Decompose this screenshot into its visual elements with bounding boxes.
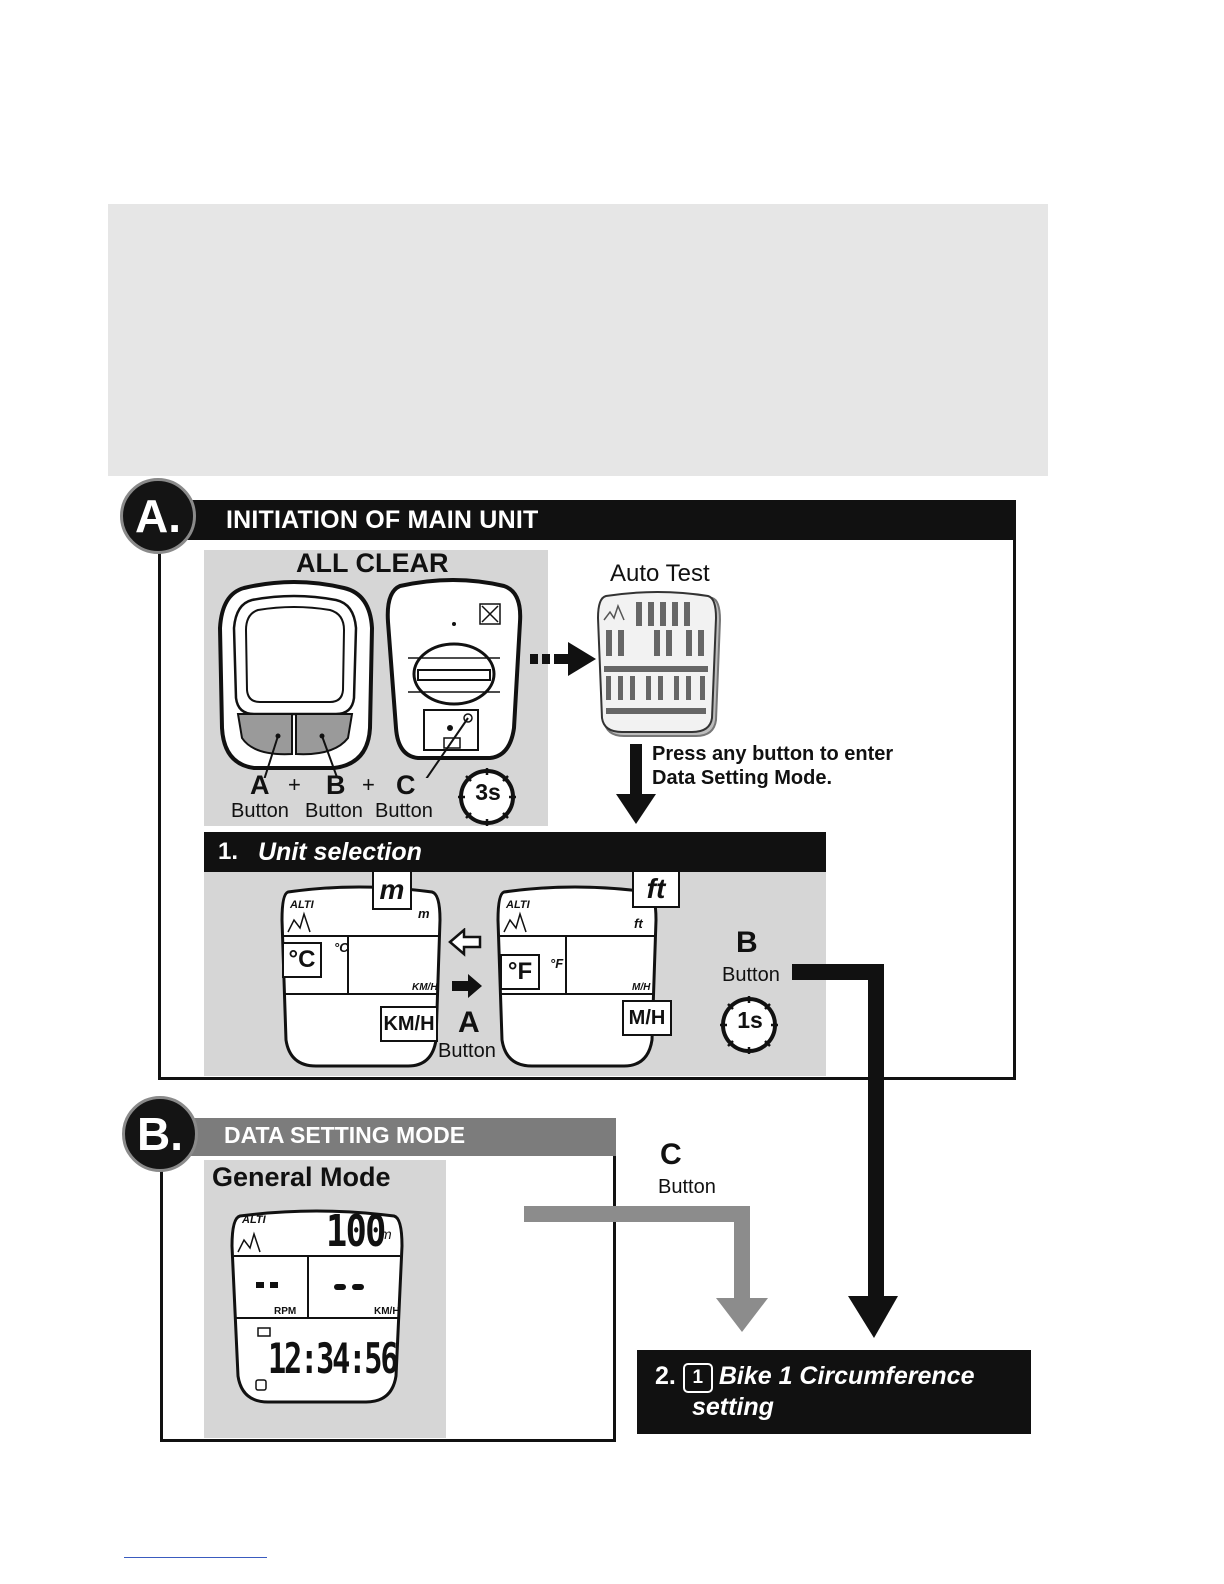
bike-1-icon: 1 bbox=[682, 1363, 713, 1393]
device-illustration bbox=[217, 578, 523, 778]
plus-sign: + bbox=[288, 772, 301, 797]
lcd-altitude-unit: m bbox=[380, 1226, 392, 1242]
unit-b-letter: B bbox=[736, 926, 758, 959]
section-b-title-bar bbox=[160, 1118, 616, 1156]
timer-1s-icon bbox=[720, 996, 778, 1054]
lcd-time-value: 12:34:56 bbox=[268, 1334, 399, 1383]
step-2-line1: Bike 1 Circumference bbox=[718, 1362, 975, 1390]
unit-b-button-label: Button bbox=[722, 964, 780, 986]
unit-tag-kmh: KM/H bbox=[380, 1006, 438, 1042]
down-arrow-icon bbox=[616, 744, 656, 824]
section-b-title: DATA SETTING MODE bbox=[224, 1122, 466, 1148]
unit-tag-feet: ft bbox=[632, 870, 680, 908]
all-clear-c-letter: C bbox=[396, 770, 416, 800]
small-celsius-label: °C bbox=[334, 940, 349, 955]
section-a-title: INITIATION OF MAIN UNIT bbox=[226, 506, 539, 534]
auto-test-lcd bbox=[596, 591, 722, 737]
unit-a-letter: A bbox=[458, 1006, 480, 1039]
step-2-number: 2. bbox=[655, 1362, 676, 1390]
general-mode-title: General Mode bbox=[212, 1162, 391, 1192]
device-back-icon bbox=[385, 578, 523, 778]
all-clear-title: ALL CLEAR bbox=[296, 548, 449, 578]
c-button-letter: C bbox=[660, 1138, 682, 1171]
dotted-arrow-icon bbox=[530, 642, 596, 676]
c-button-label: Button bbox=[658, 1176, 716, 1198]
svg-text:ALTI: ALTI bbox=[505, 899, 531, 911]
small-ft-label: ft bbox=[634, 916, 643, 931]
unit-tag-mh: M/H bbox=[622, 1000, 672, 1036]
step-1-number: 1. bbox=[218, 838, 239, 865]
lcd-kmh-label: KM/H bbox=[374, 1306, 400, 1317]
header-banner bbox=[108, 204, 1048, 476]
footer-rule bbox=[124, 1557, 267, 1558]
timer-1s-label: 1s bbox=[737, 1007, 763, 1033]
lcd-brand-label: ALTI bbox=[242, 1214, 266, 1226]
unit-a-button-label: Button bbox=[438, 1040, 496, 1062]
step-2-line2: setting bbox=[692, 1393, 774, 1421]
step-1-title: Unit selection bbox=[258, 838, 422, 866]
press-any-button-note: Press any button to enter Data Setting M… bbox=[652, 743, 894, 789]
all-clear-b-label: Button bbox=[305, 800, 363, 822]
device-front-icon bbox=[217, 580, 375, 778]
all-clear-b-letter: B bbox=[326, 770, 346, 800]
small-mh-label: M/H bbox=[632, 982, 651, 993]
plus-sign: + bbox=[362, 772, 375, 797]
small-fahrenheit-label: °F bbox=[550, 956, 564, 971]
all-clear-a-letter: A bbox=[250, 770, 270, 800]
timer-3s-label: 3s bbox=[475, 779, 501, 805]
unit-tag-fahrenheit: °F bbox=[500, 954, 540, 990]
imperial-lcd: ALTI bbox=[496, 885, 658, 1068]
all-clear-c-label: Button bbox=[375, 800, 433, 822]
timer-3s-icon bbox=[458, 768, 516, 826]
lcd-altitude-value: 100 bbox=[326, 1206, 386, 1257]
unit-selection-title-bar bbox=[204, 832, 826, 872]
switch-arrows-icon bbox=[448, 928, 482, 998]
section-b-badge: B. bbox=[122, 1096, 198, 1172]
unit-tag-celsius: °C bbox=[282, 942, 322, 978]
unit-tag-meters: m bbox=[372, 870, 412, 910]
section-a-title-bar bbox=[158, 500, 1016, 540]
small-m-label: m bbox=[418, 906, 430, 921]
all-clear-a-label: Button bbox=[231, 800, 289, 822]
general-mode-lcd bbox=[230, 1209, 404, 1404]
small-kmh-label: KM/H bbox=[412, 982, 438, 993]
svg-text:ALTI: ALTI bbox=[289, 899, 315, 911]
black-flow-arrow bbox=[792, 964, 898, 1338]
auto-test-label: Auto Test bbox=[610, 560, 710, 587]
lcd-rpm-label: RPM bbox=[274, 1306, 297, 1317]
section-a-badge: A. bbox=[120, 478, 196, 554]
grey-flow-arrow bbox=[524, 1206, 768, 1332]
